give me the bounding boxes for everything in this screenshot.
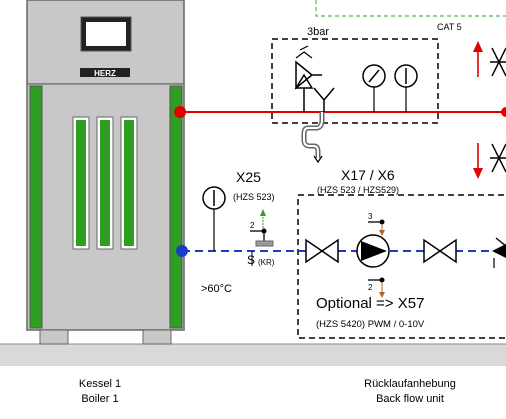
boiler-caption-de: Kessel 1 [79,378,121,390]
temperature-sensor-icon [202,186,226,251]
funnel-icon [313,87,335,112]
x25-label: X25 [236,169,261,185]
sensor-sub: (KR) [258,258,275,267]
optional-label: Optional => X57 [316,295,424,312]
pump-group-label: X17 / X6 [341,167,395,183]
cat5-box: CAT 5 [315,0,506,32]
drain-pipe [301,112,325,164]
pin-bottom: 2 [368,283,373,292]
sensor-probe [255,240,274,247]
safety-group: 3bar [271,26,439,124]
boiler: HERZ [26,0,185,345]
signal-arrow-icon [260,209,266,228]
circulation-pump-icon [356,234,390,268]
pump-group-code: (HZS 523 / HZS529) [317,185,399,195]
sensor-label: S [247,253,255,267]
boiler-logo: HERZ [94,69,116,78]
cat5-label: CAT 5 [437,22,462,32]
boiler-right-panel [169,85,183,329]
pin-top: 3 [368,212,373,221]
mixing-valve-icon [492,237,506,268]
sensor-x25: X25 (HZS 523) 2 S (KR) >60°C [201,169,275,295]
temp-label: >60°C [201,283,232,295]
boiler-left-panel [29,85,43,329]
radiator-valve-icon [490,47,506,173]
unit-caption-en: Back flow unit [376,393,444,405]
pump-group: X17 / X6 (HZS 523 / HZS529) 3 2 [297,167,506,339]
optional-code: (HZS 5420) PWM / 0-10V [316,319,425,330]
supply-flow-down-icon [473,143,483,179]
thermometer-icon [394,64,418,112]
unit-caption-de: Rücklaufanhebung [364,378,456,390]
boiler-display [80,16,132,52]
supply-line [174,106,506,118]
supply-flow-up-icon [473,41,483,77]
pressure-gauge-icon [362,64,386,112]
floor [0,344,506,366]
boiler-logo-plate [80,68,130,77]
shutoff-valve-right-icon [423,238,457,264]
x25-pin: 2 [250,221,255,230]
pressure-label: 3bar [307,26,329,38]
shutoff-valve-left-icon [305,238,339,264]
return-line [176,245,506,257]
safety-valve-icon [294,45,322,90]
boiler-caption-en: Boiler 1 [81,393,118,405]
x25-code: (HZS 523) [233,192,275,202]
